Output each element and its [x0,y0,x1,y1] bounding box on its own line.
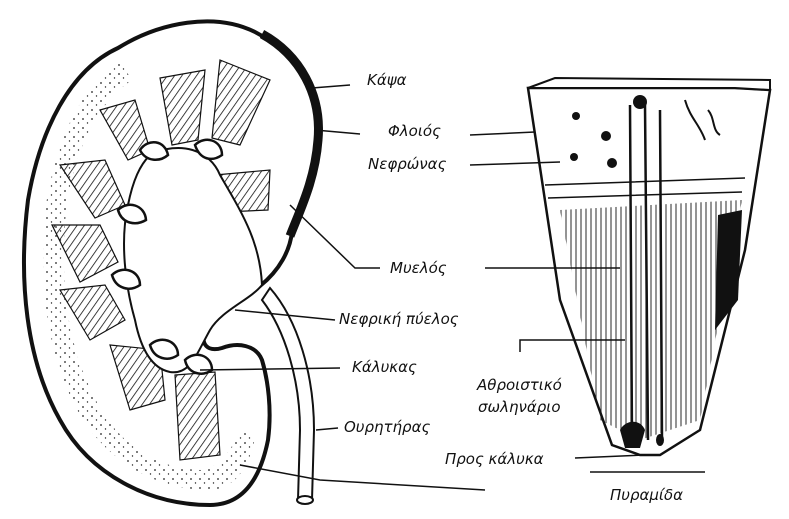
label-to-calyx: Προς κάλυκα [445,452,544,467]
medulla-striations [560,200,742,440]
label-cortex: Φλοιός [388,124,441,139]
label-calyx: Κάλυκας [352,360,417,375]
papilla-drop [656,434,664,446]
pyramid-top [528,78,770,90]
label-collecting-line1: Αθροιστικό [477,378,562,393]
ureter-end [297,496,313,504]
label-pyramid: Πυραμίδα [610,488,683,503]
label-renal-pelvis: Νεφρική πύελος [339,312,459,327]
label-nephron: Νεφρώνας [368,157,446,172]
pyramid-dark-edge [715,210,742,330]
label-ureter: Ουρητήρας [344,420,430,435]
label-medulla: Μυελός [390,261,447,276]
label-collecting-line2: σωληνάριο [478,400,561,415]
kidney-section [24,21,318,505]
label-capsule: Κάψα [367,73,407,88]
